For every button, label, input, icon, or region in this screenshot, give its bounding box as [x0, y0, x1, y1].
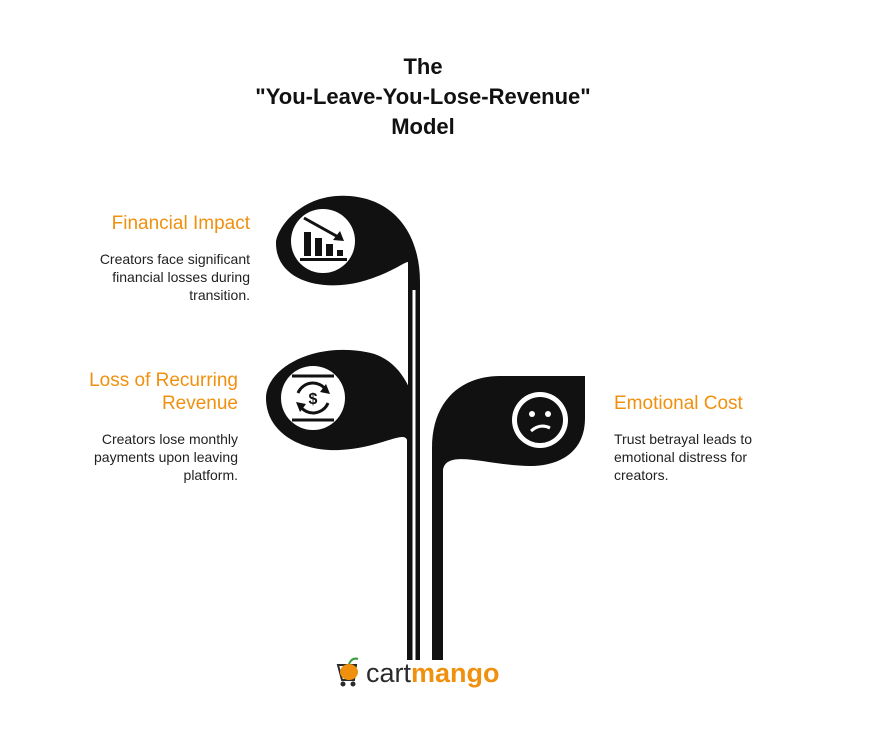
recurring-dollar-icon: $: [292, 374, 334, 422]
recurring-revenue-heading: Loss of Recurring Revenue: [40, 369, 238, 415]
stem-separators: [412, 290, 428, 660]
diagram-title: The "You-Leave-You-Lose-Revenue" Model: [200, 52, 646, 142]
title-line-1: The: [403, 54, 443, 79]
logo-text-mango: mango: [411, 658, 500, 688]
description-line: transition.: [189, 287, 250, 303]
description-line: platform.: [183, 467, 238, 483]
description-line: financial losses during: [112, 269, 250, 285]
description-line: payments upon leaving: [94, 449, 238, 465]
recurring-revenue-description: Creators lose monthly payments upon leav…: [40, 430, 238, 484]
title-line-3: Model: [391, 114, 455, 139]
description-line: Creators face significant: [99, 251, 250, 267]
heading-line: Loss of Recurring: [89, 370, 238, 391]
description-line: Trust betrayal leads to: [614, 431, 752, 447]
description-line: creators.: [614, 467, 669, 483]
logo-text-cart: cart: [366, 658, 412, 688]
svg-text:$: $: [309, 391, 318, 408]
heading-line: Revenue: [161, 393, 238, 414]
recurring-revenue-icon-bg: [281, 366, 345, 430]
financial-impact-heading: Financial Impact: [111, 213, 250, 234]
financial-impact-description: Creators face significant financial loss…: [40, 250, 250, 304]
financial-impact-icon-bg: [291, 209, 355, 273]
declining-bar-chart-icon: [300, 216, 347, 261]
stem-financial-impact: [276, 195, 420, 660]
description-line: Creators lose monthly: [101, 431, 238, 447]
mango-cart-icon: [336, 657, 359, 687]
sad-face-icon: [517, 397, 563, 443]
emotional-cost-description: Trust betrayal leads to emotional distre…: [614, 430, 854, 484]
emotional-cost-heading: Emotional Cost: [614, 393, 743, 414]
title-line-2: "You-Leave-You-Lose-Revenue": [255, 84, 591, 109]
description-line: emotional distress for: [614, 449, 748, 465]
